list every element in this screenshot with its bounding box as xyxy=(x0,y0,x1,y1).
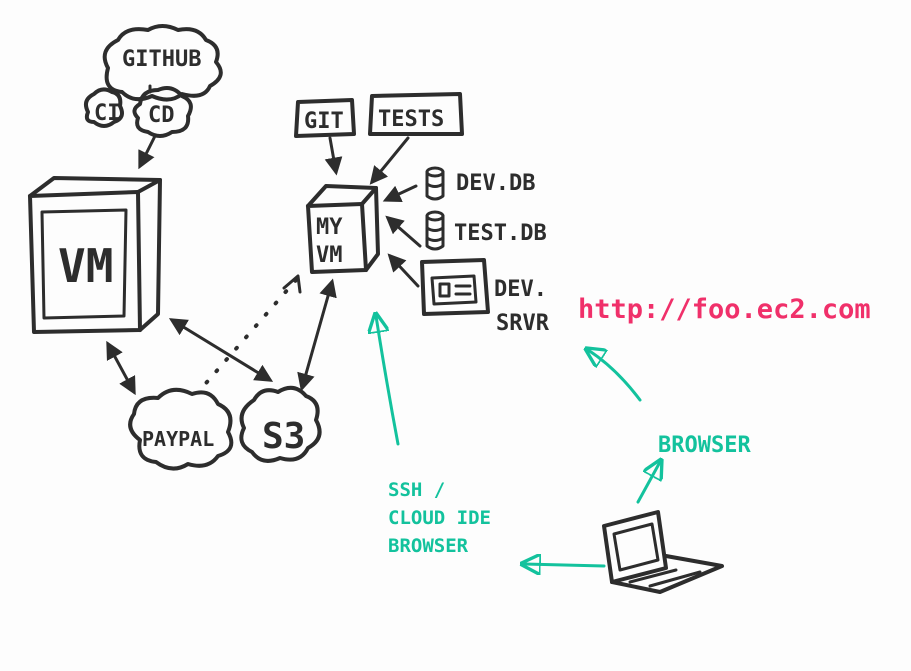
browser-label: BROWSER xyxy=(658,433,751,458)
myvm-s3-arrow xyxy=(297,278,337,392)
vm-paypal-arrow xyxy=(106,340,136,396)
test-db-cylinder: TEST.DB xyxy=(425,210,547,251)
ssh-label-line2: CLOUD IDE xyxy=(388,507,491,529)
ci-cloud: CI xyxy=(84,87,124,128)
dev-db-cylinder: DEV.DB xyxy=(425,166,535,201)
cd-to-vm-arrow xyxy=(138,134,157,170)
laptop-icon xyxy=(602,510,724,594)
tests-label: TESTS xyxy=(378,107,444,132)
s3-cloud: S3 xyxy=(239,385,322,463)
myvm-paypal-dotted xyxy=(198,278,298,392)
git-label: GIT xyxy=(304,109,344,134)
dev-server-box: DEV. SRVR xyxy=(420,258,550,336)
paypal-cloud: PAYPAL xyxy=(128,387,234,471)
devserver-to-myvm-arrow xyxy=(387,253,420,288)
my-vm-label-line2: VM xyxy=(316,243,343,268)
git-box: GIT xyxy=(294,98,356,138)
test-db-label: TEST.DB xyxy=(454,221,547,246)
ssh-to-myvm-arrow xyxy=(376,316,400,446)
dev-db-label: DEV.DB xyxy=(456,171,535,196)
s3-label: S3 xyxy=(262,416,305,457)
ci-label: CI xyxy=(94,101,121,126)
laptop-to-ssh-arrow xyxy=(524,564,606,566)
tests-to-myvm-arrow xyxy=(369,136,410,185)
cd-cloud: CD xyxy=(132,86,193,138)
vm-label: VM xyxy=(58,239,113,293)
laptop-to-browser-arrow xyxy=(636,462,660,504)
url-label: http://foo.ec2.com xyxy=(578,294,871,325)
my-vm-box: MY VM xyxy=(306,184,380,274)
git-to-myvm-arrow xyxy=(324,136,343,176)
vm-box: VM xyxy=(28,176,162,334)
tests-box: TESTS xyxy=(368,92,464,136)
vm-s3-arrow xyxy=(168,318,274,382)
ssh-label-line1: SSH / xyxy=(388,479,445,501)
browser-to-url-arrow xyxy=(588,350,642,402)
paypal-label: PAYPAL xyxy=(142,427,214,451)
testdb-to-myvm-arrow xyxy=(385,215,422,248)
cd-label: CD xyxy=(148,103,175,128)
github-label: GITHUB xyxy=(122,47,201,72)
ssh-label-line3: BROWSER xyxy=(388,535,469,557)
dev-server-label-line2: SRVR xyxy=(496,311,550,336)
devdb-to-myvm-arrow xyxy=(382,184,418,203)
my-vm-label-line1: MY xyxy=(316,215,343,240)
dev-server-label-line1: DEV. xyxy=(494,277,547,302)
